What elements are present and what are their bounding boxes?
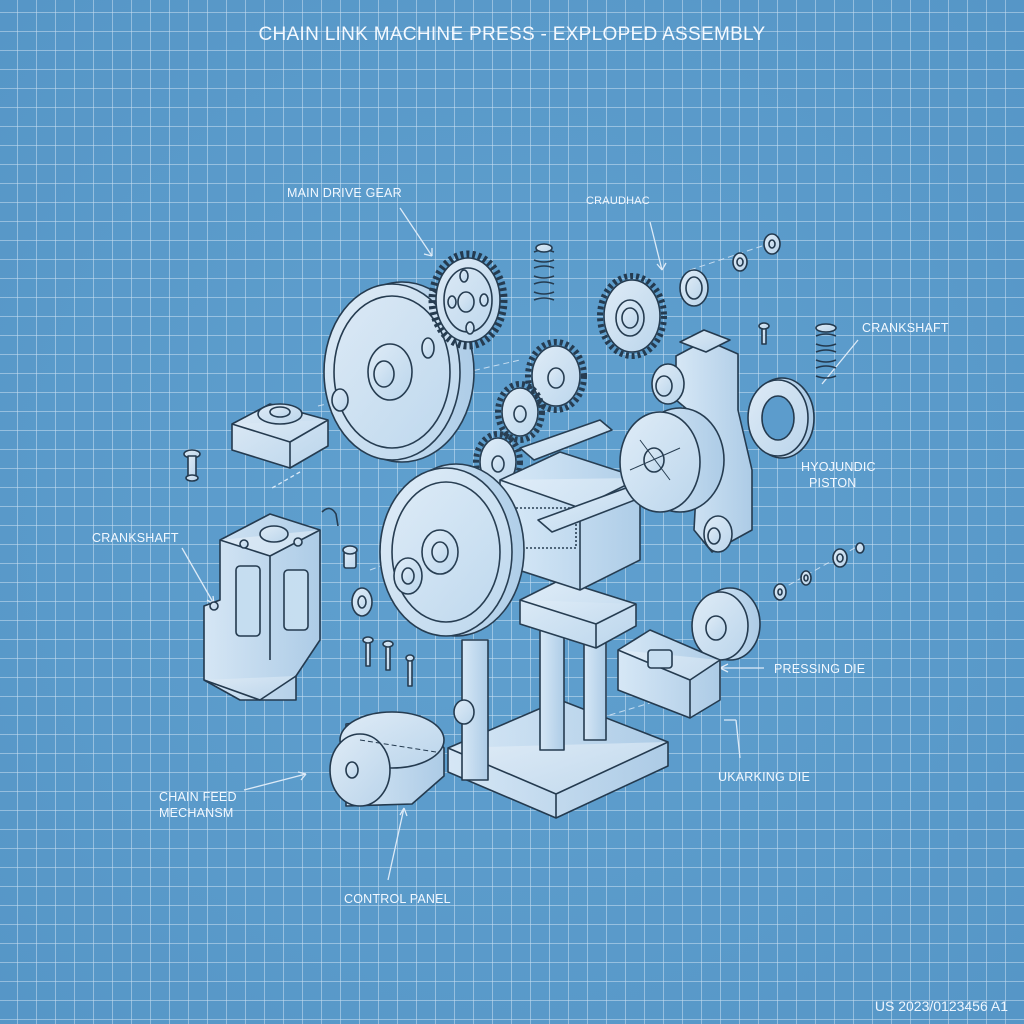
small-gear-right [597,273,667,359]
label-pressing-die: PRESSING DIE [774,662,866,676]
flanged-ring [747,377,815,459]
spring-right [815,323,837,379]
gearbox [499,419,641,591]
label-crankshaft-right: CRANKSHAFT [862,321,949,335]
die-disc [691,587,761,661]
small-fasteners [321,507,415,687]
large-flywheel [323,281,475,463]
diagram-title: CHAIN LINK MACHINE PRESS - EXPLOPED ASSE… [258,24,766,45]
label-hydraulic-line-1: HYOJUNDIC [801,460,876,474]
label-crankshaft-left: CRANKSHAFT [92,531,179,545]
label-control-panel: CONTROL PANEL [344,892,451,906]
leader-lines [181,207,859,881]
label-hydraulic-line-2: PISTON [809,476,857,490]
front-flywheel [379,463,525,637]
press-frame [203,513,321,701]
disc-drum [619,407,725,513]
label-chain-feed-line-1: CHAIN FEED [159,790,237,804]
bearing-block [231,403,329,469]
label-hydraulic-piston: HYOJUNDIC PISTON [801,459,876,491]
label-chain-feed-line-2: MECHANSM [159,806,234,820]
spring-top [533,243,555,301]
column-stand [447,579,669,819]
label-marking-die: UKARKING DIE [718,770,810,784]
label-chain-feed-mechanism: CHAIN FEED MECHANSM [159,789,237,821]
main-drive-gear [428,250,508,350]
bolt-left [183,449,201,482]
label-main-drive-gear: MAIN DRIVE GEAR [287,186,402,200]
cylinder-drum [329,711,445,807]
pressing-die-block [617,629,721,719]
washers [679,233,865,601]
patent-number: US 2023/0123456 A1 [874,998,1008,1014]
label-craudhac: CRAUDHAC [586,195,650,207]
